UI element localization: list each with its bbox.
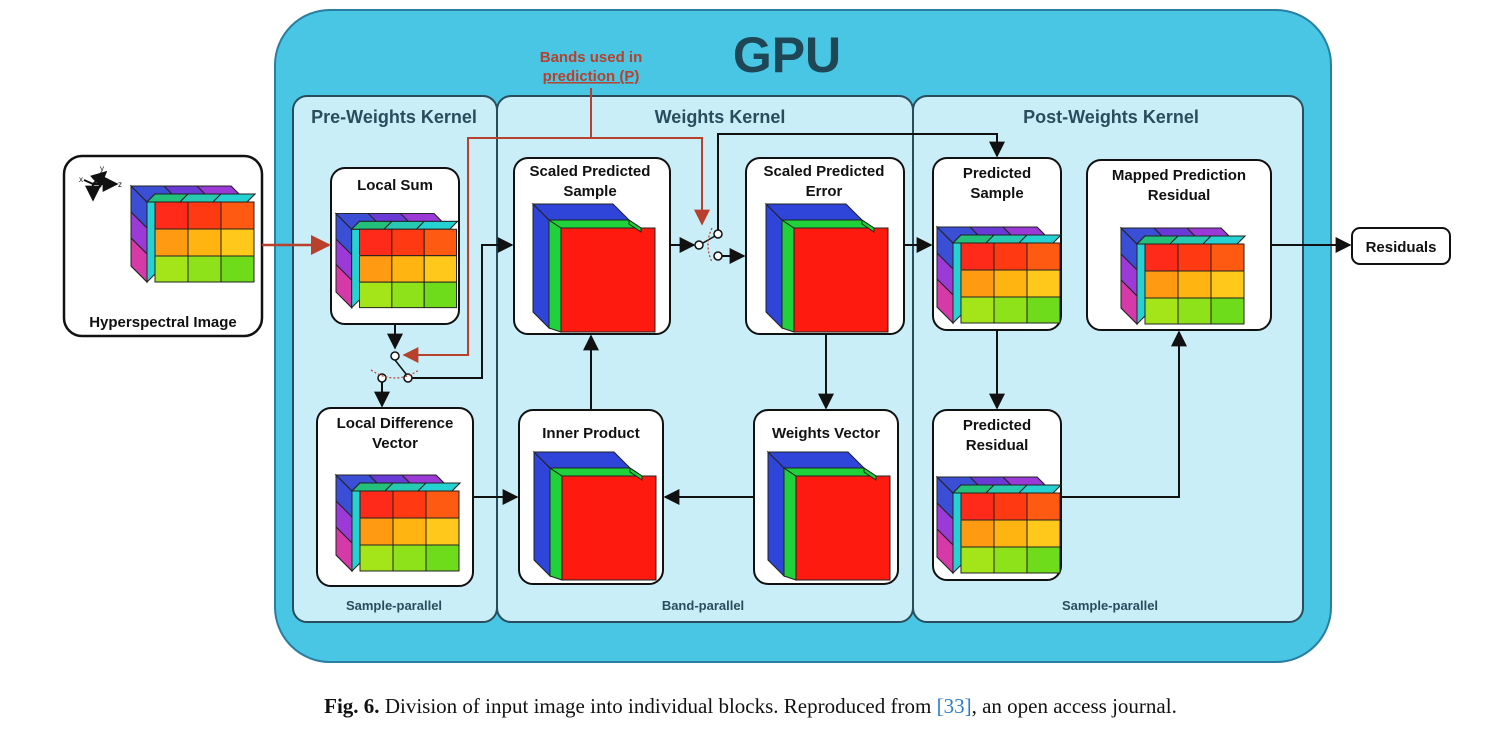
predicted-residual-label-1: Predicted (963, 417, 1031, 434)
local-difference-label-1: Local Difference (337, 415, 454, 432)
scaled-predicted-sample-label-2: Sample (563, 183, 616, 200)
caption-text: Division of input image into individual … (384, 694, 932, 718)
scaled-predicted-sample-block: Scaled Predicted Sample (513, 157, 671, 335)
axis-label-z: z (118, 180, 122, 189)
arrow-switch-to-predicted-sample (717, 133, 1005, 232)
scaled-predicted-error-block: Scaled Predicted Error (745, 157, 905, 335)
predicted-sample-block: Predicted Sample (932, 157, 1062, 331)
mapped-prediction-label-2: Residual (1148, 187, 1211, 204)
residuals-output-block: Residuals (1351, 227, 1451, 265)
local-sum-label: Local Sum (357, 177, 433, 194)
bands-note-line2: prediction (P) (543, 68, 640, 85)
axis-label-y: y (100, 164, 104, 173)
weights-vector-label: Weights Vector (772, 425, 880, 442)
middle-switch (694, 227, 723, 263)
local-difference-label-2: Vector (372, 435, 418, 452)
arrow-predicted-residual-to-mapped (1061, 330, 1187, 498)
scaled-predicted-error-label-1: Scaled Predicted (764, 163, 885, 180)
caption-reference-link[interactable]: [33] (936, 694, 972, 718)
post-weights-kernel-title: Post-Weights Kernel (1023, 107, 1199, 127)
gpu-pipeline-diagram: GPU Pre-Weights Kernel Weights Kernel Po… (62, 9, 1451, 663)
gpu-title: GPU (733, 27, 841, 83)
caption-label: Fig. 6. (324, 694, 380, 718)
residuals-label: Residuals (1366, 239, 1437, 256)
arrow-switch-to-scaled-sample (410, 237, 514, 379)
inner-product-label: Inner Product (542, 425, 640, 442)
predicted-residual-label-2: Residual (966, 437, 1029, 454)
inner-product-block: Inner Product (518, 409, 664, 585)
predicted-sample-label-2: Sample (970, 185, 1023, 202)
arrow-bands-to-switch-middle (591, 137, 710, 226)
hyperspectral-image-block: y x z Hyperspectral Image (62, 154, 264, 338)
predicted-sample-label-1: Predicted (963, 165, 1031, 182)
predicted-residual-block: Predicted Residual (932, 409, 1062, 581)
weights-kernel-title: Weights Kernel (655, 107, 786, 127)
arrow-bands-to-switch-left (402, 88, 592, 363)
local-sum-block: Local Sum (330, 167, 460, 325)
weights-vector-block: Weights Vector (753, 409, 899, 585)
scaled-predicted-sample-label-1: Scaled Predicted (530, 163, 651, 180)
post-kernel-mode: Sample-parallel (1062, 598, 1158, 613)
local-difference-vector-block: Local Difference Vector (316, 407, 474, 587)
caption-tail: , an open access journal. (971, 694, 1177, 718)
scaled-predicted-error-label-2: Error (806, 183, 843, 200)
axes-icon: y x z (79, 164, 122, 202)
pre-kernel-mode: Sample-parallel (346, 598, 442, 613)
mapped-prediction-label-1: Mapped Prediction (1112, 167, 1246, 184)
mapped-prediction-residual-block: Mapped Prediction Residual (1086, 159, 1272, 331)
hyperspectral-image-label: Hyperspectral Image (89, 314, 237, 331)
figure-caption: Fig. 6. Division of input image into ind… (0, 694, 1501, 719)
left-switch (370, 351, 420, 383)
pre-weights-kernel-title: Pre-Weights Kernel (311, 107, 477, 127)
bands-note-line1: Bands used in (540, 49, 643, 66)
weights-kernel-mode: Band-parallel (662, 598, 744, 613)
axis-label-x: x (79, 175, 83, 184)
